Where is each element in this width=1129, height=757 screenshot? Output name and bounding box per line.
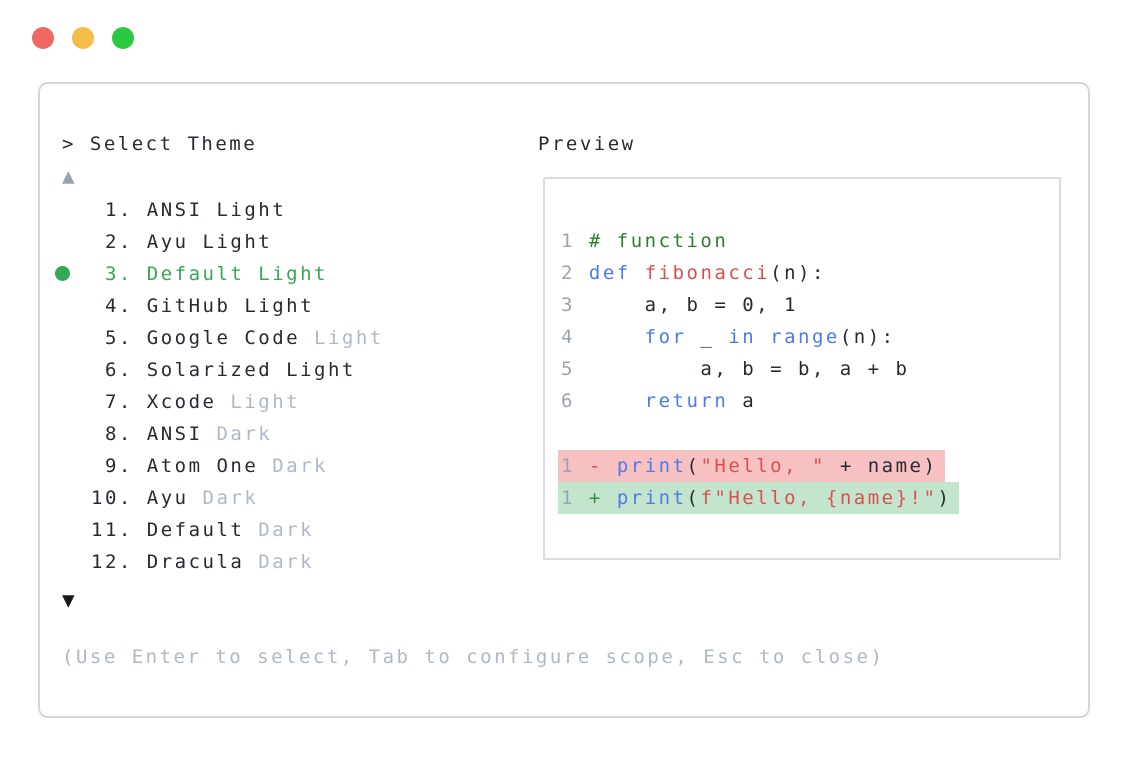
theme-option-1[interactable]: 1. ANSI Light xyxy=(54,194,384,226)
theme-list: 1. ANSI Light 2. Ayu Light 3. Default Li… xyxy=(54,194,384,578)
theme-option-label: 4. GitHub Light xyxy=(91,295,315,317)
maximize-window-button[interactable] xyxy=(112,27,134,49)
theme-picker-dialog: > Select Theme Preview ▲ 1. ANSI Light 2… xyxy=(38,82,1090,718)
theme-option-label: 12. Dracula Dark xyxy=(91,551,315,573)
diff-line-removed: 1 - print("Hello, " + name) xyxy=(558,450,959,482)
selection-marker xyxy=(54,290,91,322)
theme-option-5[interactable]: 5. Google Code Light xyxy=(54,322,384,354)
selection-marker xyxy=(54,226,91,258)
theme-option-2[interactable]: 2. Ayu Light xyxy=(54,226,384,258)
minimize-window-button[interactable] xyxy=(72,27,94,49)
code-line: 2 def fibonacci(n): xyxy=(561,262,826,284)
scroll-up-icon[interactable]: ▲ xyxy=(62,164,75,188)
preview-pane: 1 # function 2 def fibonacci(n): 3 a, b = … xyxy=(543,177,1061,560)
code-line: 1 # function xyxy=(561,230,729,252)
selection-marker xyxy=(54,386,91,418)
code-line: 4 for _ in range(n): xyxy=(561,326,896,348)
selection-marker xyxy=(54,194,91,226)
theme-option-label: 6. Solarized Light xyxy=(91,359,356,381)
selected-bullet-icon xyxy=(55,266,70,281)
selection-marker xyxy=(54,354,91,386)
selection-marker xyxy=(54,514,91,546)
theme-option-label: 7. Xcode Light xyxy=(91,391,301,413)
theme-option-label: 1. ANSI Light xyxy=(91,199,287,221)
theme-option-3[interactable]: 3. Default Light xyxy=(54,258,384,290)
selection-marker xyxy=(54,482,91,514)
theme-option-label: 5. Google Code Light xyxy=(91,327,384,349)
window-controls xyxy=(32,27,134,49)
theme-option-6[interactable]: 6. Solarized Light xyxy=(54,354,384,386)
theme-option-7[interactable]: 7. Xcode Light xyxy=(54,386,384,418)
theme-option-11[interactable]: 11. Default Dark xyxy=(54,514,384,546)
code-preview: 1 # function 2 def fibonacci(n): 3 a, b = … xyxy=(558,225,960,514)
theme-option-label: 10. Ayu Dark xyxy=(91,487,259,509)
close-window-button[interactable] xyxy=(32,27,54,49)
theme-option-9[interactable]: 9. Atom One Dark xyxy=(54,450,384,482)
select-theme-prompt: > Select Theme xyxy=(62,133,258,155)
theme-option-label: 9. Atom One Dark xyxy=(91,455,328,477)
theme-option-label: 3. Default Light xyxy=(91,263,328,285)
scroll-down-icon[interactable]: ▼ xyxy=(62,588,75,612)
theme-option-label: 8. ANSI Dark xyxy=(91,423,273,445)
theme-option-10[interactable]: 10. Ayu Dark xyxy=(54,482,384,514)
theme-option-label: 2. Ayu Light xyxy=(91,231,273,253)
theme-option-4[interactable]: 4. GitHub Light xyxy=(54,290,384,322)
selection-marker xyxy=(54,258,91,290)
code-line: 3 a, b = 0, 1 xyxy=(561,294,798,316)
code-blank-line xyxy=(561,417,959,450)
selection-marker xyxy=(54,546,91,578)
theme-option-12[interactable]: 12. Dracula Dark xyxy=(54,546,384,578)
diff-line-added: 1 + print(f"Hello, {name}!") xyxy=(558,482,960,514)
selection-marker xyxy=(54,450,91,482)
code-line: 5 a, b = b, a + b xyxy=(561,358,910,380)
selection-marker xyxy=(54,418,91,450)
theme-option-8[interactable]: 8. ANSI Dark xyxy=(54,418,384,450)
theme-option-label: 11. Default Dark xyxy=(91,519,315,541)
selection-marker xyxy=(54,322,91,354)
code-line: 6 return a xyxy=(561,390,757,412)
preview-title: Preview xyxy=(538,133,636,155)
help-text: (Use Enter to select, Tab to configure s… xyxy=(62,646,885,668)
